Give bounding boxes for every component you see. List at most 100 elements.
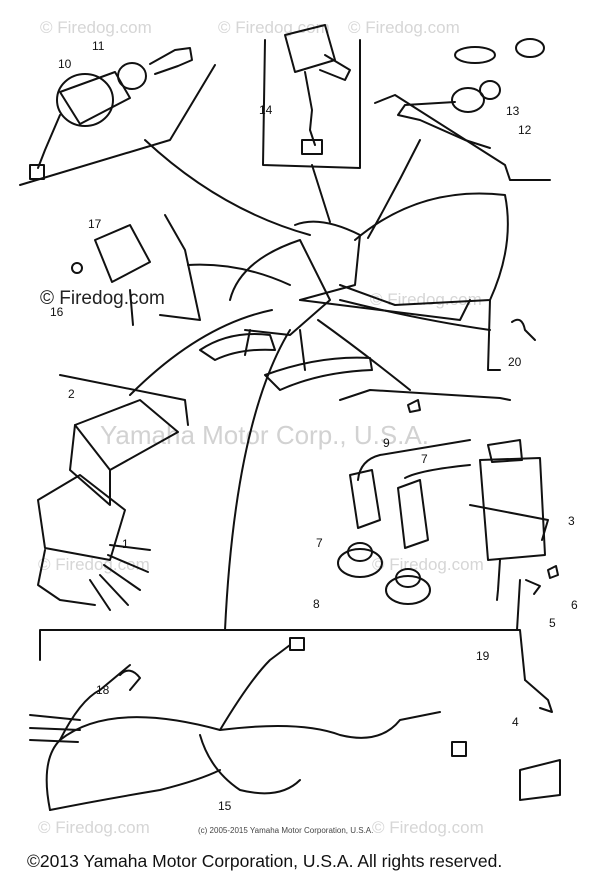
callout-19: 19 <box>476 649 490 663</box>
regulator-bolt <box>129 289 134 326</box>
screw-bolt <box>525 579 541 595</box>
ignition-coil-top <box>487 439 523 463</box>
harness-connector-group <box>29 714 81 743</box>
clip-part <box>511 318 536 341</box>
starter-cap-ring <box>454 46 496 64</box>
watermark-bottom-right: © Firedog.com <box>372 818 484 837</box>
sled-ski-right <box>264 356 373 391</box>
ignition-coil-body <box>479 457 546 561</box>
bracket-starter-switch <box>374 94 551 181</box>
terminal-wire <box>516 579 521 631</box>
callout-7b: 7 <box>316 536 323 550</box>
bracket-regulator <box>159 214 201 321</box>
callout-10: 10 <box>58 57 72 71</box>
cdi-cover <box>74 399 179 471</box>
callout-2: 2 <box>68 387 75 401</box>
ignition-wire <box>37 114 61 169</box>
starter-switch-nut <box>479 80 501 100</box>
leader-line <box>367 139 421 239</box>
sled-seat <box>339 192 509 306</box>
harness-connector <box>451 741 467 757</box>
harness-main <box>45 711 441 811</box>
leader-line <box>224 329 291 631</box>
starter-cap-ring <box>515 38 545 58</box>
bracket-harness <box>39 629 526 681</box>
callout-18: 18 <box>96 683 110 697</box>
callout-11: 11 <box>92 39 105 53</box>
callout-14: 14 <box>259 103 273 117</box>
spark-cap-small <box>407 399 421 413</box>
sled-spindle <box>244 329 306 371</box>
starter-wire <box>397 101 491 149</box>
sled-ski-left <box>199 333 276 361</box>
sled-hood <box>229 239 331 336</box>
hv-lead-right <box>404 464 471 479</box>
footer-copyright: ©2013 Yamaha Motor Corporation, U.S.A. A… <box>27 851 503 871</box>
harness-branch <box>199 734 301 795</box>
harness-lower <box>49 769 221 811</box>
diagram-stamp <box>519 759 561 801</box>
sled-tunnel <box>299 299 471 321</box>
regulator-body <box>94 224 151 283</box>
ignition-coil-base <box>469 504 549 541</box>
tool-part <box>524 679 553 713</box>
relay-bracket <box>319 54 351 81</box>
leader-line <box>339 299 491 331</box>
leader-line <box>187 263 291 286</box>
coil-lead <box>496 559 501 601</box>
leader-line <box>144 139 311 236</box>
regulator-nut <box>71 262 83 274</box>
callout-3: 3 <box>568 514 575 528</box>
grommet-right-inner <box>395 568 421 588</box>
watermark-lower-right: © Firedog.com <box>372 555 484 574</box>
watermark-top-mid: © Firedog.com <box>218 18 330 37</box>
cdi-cover-side <box>69 424 111 506</box>
harness-branch <box>219 644 291 731</box>
grommet-left-inner <box>347 542 373 562</box>
bracket-cdi <box>59 374 189 426</box>
callout-6: 6 <box>571 598 578 612</box>
watermark-mid-left: © Firedog.com <box>40 288 165 309</box>
grommet-left <box>337 548 383 578</box>
callout-1: 1 <box>122 537 129 551</box>
screw-washer <box>547 565 559 579</box>
bracket-ignition-coil <box>339 389 511 401</box>
leader-line <box>311 164 331 223</box>
ignition-switch-body <box>56 73 114 127</box>
callout-8: 8 <box>313 597 320 611</box>
callout-7a: 7 <box>421 452 428 466</box>
callout-5: 5 <box>549 616 556 630</box>
sled-tank <box>294 220 361 301</box>
watermark-bottom-left: © Firedog.com <box>38 818 150 837</box>
hv-lead-left <box>357 439 471 481</box>
callout-12: 12 <box>518 123 532 137</box>
callout-20: 20 <box>508 355 522 369</box>
bracket-clip <box>487 299 501 371</box>
callout-4: 4 <box>512 715 519 729</box>
harness-clamp <box>119 669 141 691</box>
small-copyright: (c) 2005-2015 Yamaha Motor Corporation, … <box>198 826 374 835</box>
watermark-lower-left: © Firedog.com <box>38 555 150 574</box>
ignition-connector <box>29 164 45 180</box>
cdi-wires <box>89 544 151 611</box>
spark-cap-left <box>349 469 381 529</box>
leader-line <box>129 309 273 396</box>
callout-17: 17 <box>88 217 102 231</box>
grommet-right <box>385 575 431 605</box>
ignition-key <box>149 47 193 75</box>
bracket-ignition-switch <box>19 64 216 186</box>
cdi-wire-loop <box>37 549 96 606</box>
relay-connector <box>301 139 323 155</box>
leader-line <box>317 319 411 391</box>
callout-15: 15 <box>218 799 232 813</box>
watermark-top-right: © Firedog.com <box>348 18 460 37</box>
ignition-switch-housing <box>59 71 131 125</box>
ignition-nut <box>117 62 147 90</box>
relay-wire <box>304 71 316 146</box>
callout-13: 13 <box>506 104 520 118</box>
harness-connector <box>289 637 305 651</box>
cdi-unit <box>37 474 126 561</box>
harness-branch <box>59 664 131 741</box>
relay-body <box>284 24 336 73</box>
